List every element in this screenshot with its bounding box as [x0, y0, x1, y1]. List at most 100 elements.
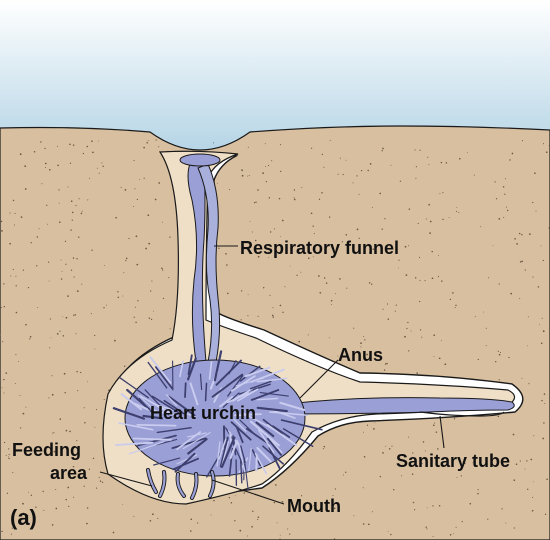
sediment-grain	[190, 518, 193, 521]
sediment-grain	[0, 265, 2, 267]
sediment-grain	[387, 318, 390, 320]
sediment-grain	[268, 165, 270, 167]
sediment-grain	[36, 236, 39, 238]
sediment-grain	[548, 145, 550, 147]
sediment-grain	[464, 462, 466, 465]
sanitary-tube-foot	[285, 397, 515, 415]
sediment-grain	[366, 353, 368, 356]
sediment-grain	[64, 240, 67, 243]
sediment-grain	[337, 173, 339, 175]
sediment-grain	[356, 175, 358, 177]
sediment-grain	[369, 163, 372, 165]
sediment-grain	[46, 223, 48, 225]
sediment-grain	[356, 228, 359, 231]
urchin-spine	[187, 354, 193, 376]
urchin-spine	[119, 377, 149, 399]
sediment-grain	[452, 292, 454, 294]
urchin-spine	[155, 366, 174, 390]
sediment-grain	[272, 307, 274, 309]
sediment-grain	[90, 313, 92, 315]
sediment-grain	[318, 275, 320, 277]
urchin-spine	[163, 399, 185, 415]
sediment-grain	[58, 202, 60, 204]
sediment-grain	[29, 338, 31, 340]
sediment-grain	[51, 375, 53, 377]
sediment-grain	[387, 531, 389, 532]
urchin-spine	[237, 388, 259, 402]
sediment-grain	[275, 484, 277, 486]
sediment-grain	[8, 448, 10, 450]
sediment-grain	[122, 295, 124, 297]
urchin-spine	[268, 447, 281, 470]
sediment-grain	[548, 227, 550, 229]
label-respiratory-funnel: Respiratory funnel	[240, 238, 399, 258]
sediment-grain	[24, 188, 27, 190]
sediment-grain	[135, 235, 138, 238]
sediment-grain	[20, 427, 22, 429]
sediment-grain	[313, 505, 315, 506]
sediment-grain	[82, 152, 85, 155]
sediment-grain	[422, 441, 425, 443]
sediment-grain	[382, 452, 384, 454]
sediment-grain	[521, 377, 523, 379]
sediment-grain	[519, 460, 521, 462]
sediment-grain	[290, 245, 292, 248]
sediment-grain	[528, 383, 530, 385]
sediment-grain	[385, 445, 386, 447]
sediment-grain	[502, 186, 505, 188]
sediment-grain	[51, 393, 54, 396]
sediment-grain	[257, 315, 259, 317]
sediment-grain	[162, 221, 164, 223]
urchin-spine	[137, 394, 159, 414]
urchin-spine	[238, 383, 271, 395]
sediment-grain	[456, 476, 458, 478]
panel-label: (a)	[10, 505, 37, 530]
sediment-grain	[459, 157, 461, 160]
sediment-grain	[312, 256, 314, 258]
sediment-grain	[408, 208, 411, 210]
sediment-grain	[433, 355, 435, 357]
sediment-grain	[72, 465, 75, 468]
sediment-grain	[458, 212, 460, 214]
sediment-grain	[318, 198, 321, 200]
sediment-grain	[213, 499, 215, 502]
sediment-grain	[210, 514, 212, 516]
sediment-grain	[390, 533, 392, 536]
sediment-grain	[48, 280, 50, 282]
sediment-grain	[197, 522, 199, 524]
sediment-grain	[68, 505, 70, 508]
sediment-grain	[477, 358, 479, 361]
label-sanitary-tube: Sanitary tube	[396, 451, 510, 471]
sediment-grain	[44, 162, 47, 165]
sediment-grain	[419, 256, 421, 259]
urchin-spine	[215, 359, 242, 386]
leader-feeding-area	[99, 471, 153, 487]
sediment-grain	[333, 538, 336, 540]
urchin-spine	[239, 459, 243, 484]
sediment-grain	[289, 265, 291, 267]
urchin-spine	[244, 461, 249, 491]
sediment-grain	[22, 512, 24, 514]
sediment-grain	[58, 189, 60, 191]
sediment-grain	[513, 479, 516, 482]
sediment-grain	[308, 257, 310, 260]
sediment-grain	[125, 257, 128, 260]
sediment-grain	[417, 222, 419, 225]
sediment-grain	[505, 206, 507, 208]
sediment-grain	[367, 523, 370, 526]
urchin-spine	[256, 406, 288, 413]
sediment-grain	[252, 510, 254, 513]
sediment-grain	[0, 334, 1, 336]
sediment-grain	[371, 511, 373, 513]
sediment-grain	[469, 502, 472, 505]
urchin-spine	[255, 454, 258, 472]
sediment-grain	[157, 517, 159, 519]
urchin-spine	[132, 437, 172, 441]
sediment-grain	[88, 468, 91, 470]
urchin-spine	[138, 398, 154, 415]
sediment-grain	[519, 298, 521, 300]
sediment-grain	[59, 418, 62, 420]
sediment-grain	[22, 502, 24, 505]
sediment-grain	[74, 205, 76, 207]
sediment-grain	[540, 342, 543, 345]
